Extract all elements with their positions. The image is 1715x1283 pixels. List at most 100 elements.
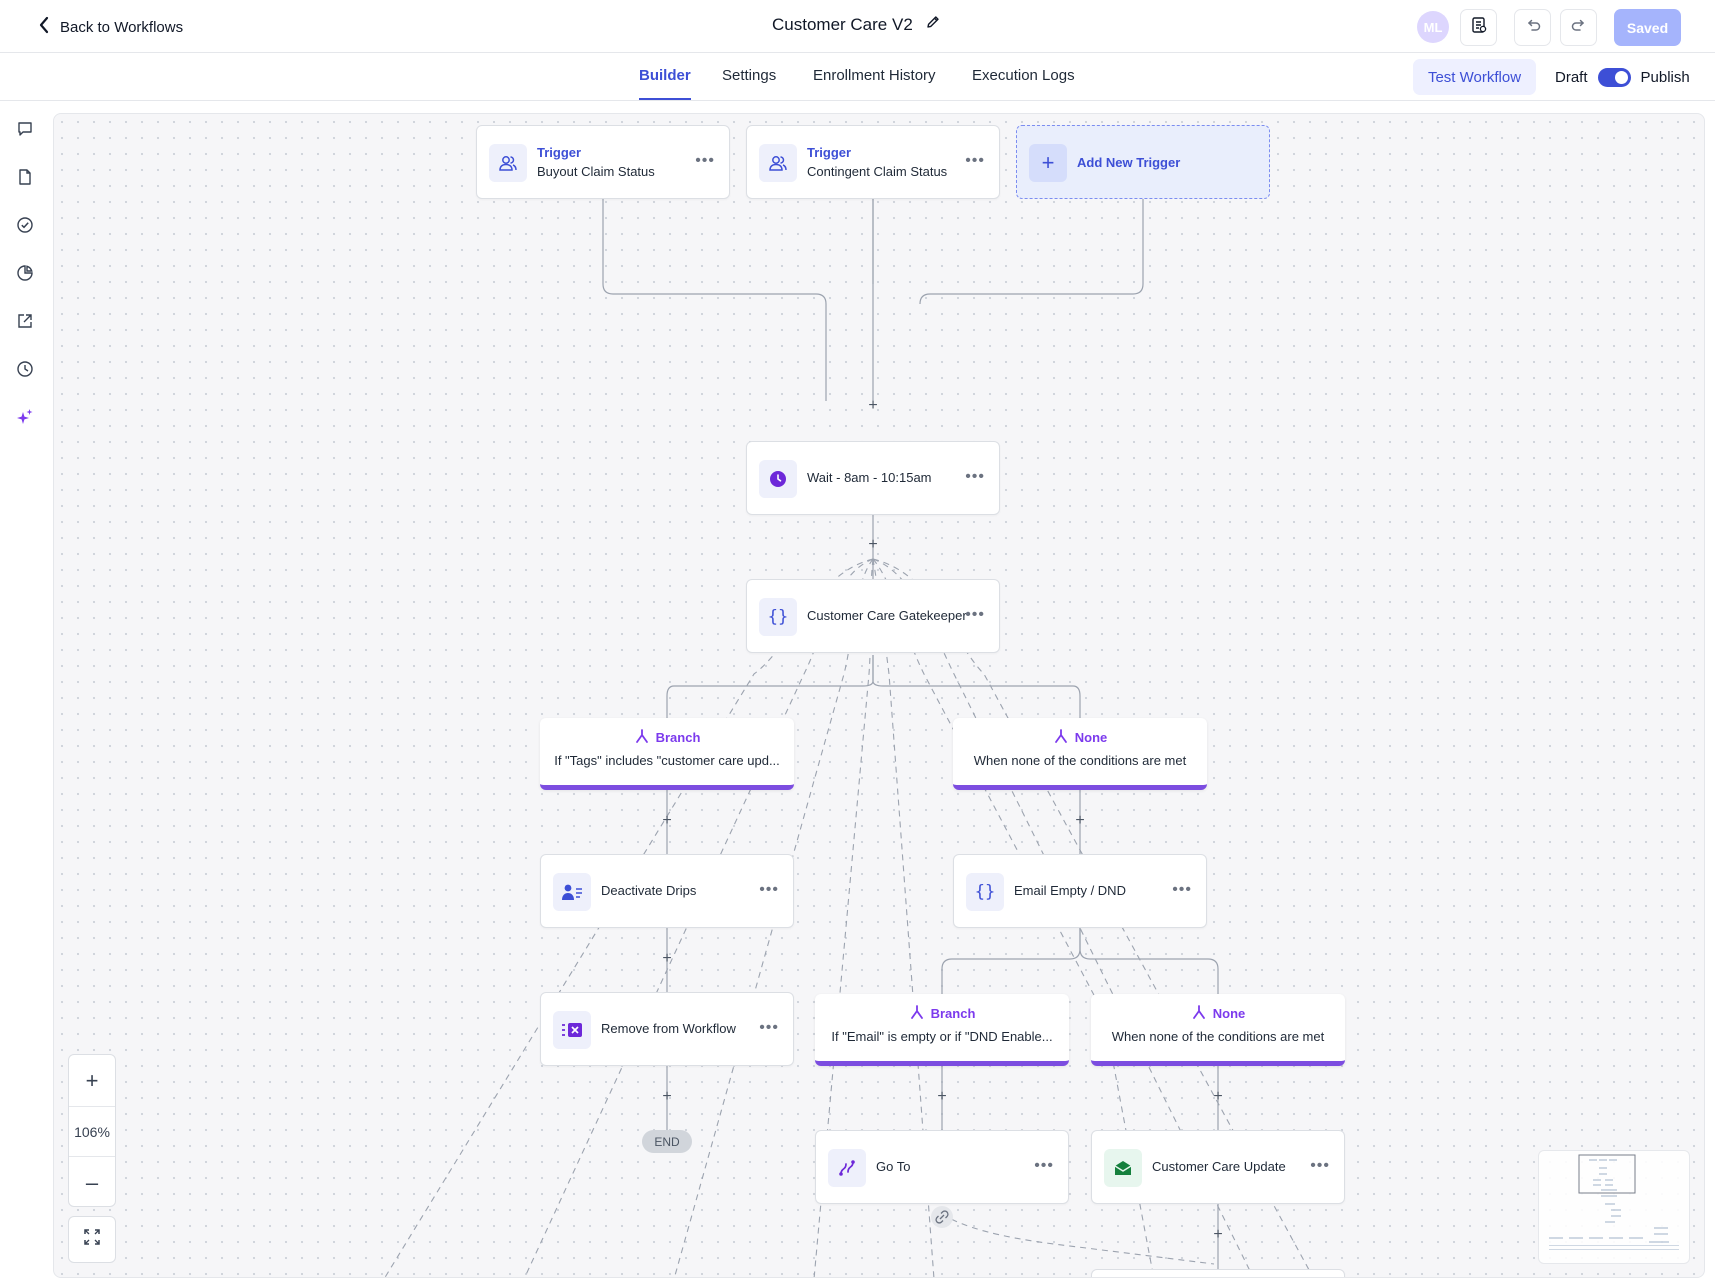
node-label: Customer Care Gatekeeper <box>807 608 967 623</box>
add-step-plus[interactable]: + <box>1213 1226 1223 1243</box>
tab-enrollment-history[interactable]: Enrollment History <box>813 67 936 84</box>
remove-list-icon <box>553 1011 591 1049</box>
tab-builder[interactable]: Builder <box>639 67 691 100</box>
back-to-workflows-link[interactable]: Back to Workflows <box>38 16 183 38</box>
workflow-title-text: Customer Care V2 <box>772 14 913 34</box>
pie-chart-icon[interactable] <box>14 262 36 284</box>
avatar[interactable]: ML <box>1417 11 1449 43</box>
add-step-plus[interactable]: + <box>1213 1088 1223 1105</box>
node-label: Wait - 8am - 10:15am <box>807 470 932 485</box>
code-braces-icon: {} <box>759 598 797 636</box>
more-options-icon[interactable]: ••• <box>759 881 779 898</box>
broken-link-icon[interactable] <box>931 1206 953 1228</box>
check-circle-icon[interactable] <box>14 214 36 236</box>
add-step-plus[interactable]: + <box>868 536 878 553</box>
back-label: Back to Workflows <box>60 18 184 36</box>
branch-head: None <box>1212 1006 1246 1021</box>
wait-node[interactable]: Wait - 8am - 10:15am ••• <box>746 441 1000 515</box>
zoom-in-button[interactable]: + <box>85 1067 99 1093</box>
undo-icon <box>1524 16 1542 39</box>
history-icon[interactable] <box>14 358 36 380</box>
add-step-plus[interactable]: + <box>662 1088 672 1105</box>
branch-condition: If "Email" is empty or if "DND Enable... <box>831 1029 1053 1044</box>
undo-button[interactable] <box>1514 9 1551 46</box>
notes-button[interactable] <box>1460 9 1497 46</box>
branch-condition: When none of the conditions are met <box>1111 1029 1325 1044</box>
zoom-controls: + 106% – <box>68 1054 116 1207</box>
document-icon[interactable] <box>14 166 36 188</box>
gatekeeper-node[interactable]: {} Customer Care Gatekeeper ••• <box>746 579 1000 653</box>
top-bar: Back to Workflows Customer Care V2 ML Sa… <box>0 0 1715 53</box>
more-options-icon[interactable]: ••• <box>965 606 985 623</box>
add-step-plus[interactable]: + <box>662 812 672 829</box>
trigger-name: Buyout Claim Status <box>537 164 655 179</box>
branch-node-none-1[interactable]: None When none of the conditions are met <box>953 718 1207 790</box>
chevron-left-icon <box>38 16 50 38</box>
publish-label: Publish <box>1640 69 1690 86</box>
node-label: Deactivate Drips <box>601 883 697 898</box>
add-step-plus[interactable]: + <box>1075 812 1085 829</box>
trigger-kind: Trigger <box>537 145 582 160</box>
zoom-level: 106% <box>69 1106 115 1157</box>
more-options-icon[interactable]: ••• <box>965 468 985 485</box>
tab-execution-logs[interactable]: Execution Logs <box>972 67 1075 84</box>
fit-view-button[interactable] <box>68 1216 116 1263</box>
branch-node-tags[interactable]: Branch If "Tags" includes "customer care… <box>540 718 794 790</box>
more-options-icon[interactable]: ••• <box>759 1019 779 1036</box>
deactivate-drips-node[interactable]: Deactivate Drips ••• <box>540 854 794 928</box>
user-list-icon <box>553 873 591 911</box>
clock-icon <box>759 460 797 498</box>
publish-toggle-group: Draft Publish <box>1555 68 1690 87</box>
saved-button[interactable]: Saved <box>1614 9 1681 46</box>
test-workflow-button[interactable]: Test Workflow <box>1413 59 1536 95</box>
go-to-node[interactable]: Go To ••• <box>815 1130 1069 1204</box>
add-step-plus[interactable]: + <box>662 950 672 967</box>
minimap[interactable] <box>1538 1150 1690 1264</box>
workflow-canvas[interactable]: Trigger Buyout Claim Status ••• Trigger … <box>53 113 1705 1278</box>
plus-icon: + <box>1029 144 1067 182</box>
tab-bar: Builder Settings Enrollment History Exec… <box>0 53 1715 101</box>
draft-label: Draft <box>1555 69 1588 86</box>
contact-group-icon <box>759 144 797 182</box>
add-step-plus[interactable]: + <box>937 1088 947 1105</box>
comment-icon[interactable] <box>14 118 36 140</box>
node-label: Customer Care Update <box>1152 1159 1286 1174</box>
branch-condition: When none of the conditions are met <box>973 753 1187 768</box>
branch-split-icon <box>634 728 650 747</box>
zoom-out-button[interactable]: – <box>85 1169 99 1195</box>
more-options-icon[interactable]: ••• <box>695 152 715 169</box>
minimap-preview <box>1549 1154 1679 1250</box>
remove-from-workflow-node[interactable]: Remove from Workflow ••• <box>540 992 794 1066</box>
email-empty-dnd-node[interactable]: {} Email Empty / DND ••• <box>953 854 1207 928</box>
add-step-plus[interactable]: + <box>868 397 878 414</box>
publish-toggle[interactable] <box>1597 68 1631 87</box>
node-label: Email Empty / DND <box>1014 883 1126 898</box>
external-link-icon[interactable] <box>14 310 36 332</box>
trigger-node-buyout[interactable]: Trigger Buyout Claim Status ••• <box>476 125 730 199</box>
ai-sparkle-icon[interactable] <box>14 406 36 428</box>
branch-node-none-2[interactable]: None When none of the conditions are met <box>1091 994 1345 1066</box>
more-options-icon[interactable]: ••• <box>1310 1157 1330 1174</box>
route-icon <box>828 1149 866 1187</box>
partial-node[interactable] <box>1091 1269 1345 1277</box>
tab-settings[interactable]: Settings <box>722 67 777 84</box>
trigger-node-contingent[interactable]: Trigger Contingent Claim Status ••• <box>746 125 1000 199</box>
branch-split-icon <box>1191 1004 1207 1023</box>
branch-split-icon <box>909 1004 925 1023</box>
edit-pencil-icon[interactable] <box>925 14 941 35</box>
more-options-icon[interactable]: ••• <box>965 152 985 169</box>
customer-care-update-node[interactable]: Customer Care Update ••• <box>1091 1130 1345 1204</box>
more-options-icon[interactable]: ••• <box>1034 1157 1054 1174</box>
branch-head: None <box>1074 730 1108 745</box>
add-new-trigger-button[interactable]: + Add New Trigger <box>1016 125 1270 199</box>
trigger-kind: Trigger <box>807 145 852 160</box>
redo-button[interactable] <box>1560 9 1597 46</box>
code-braces-icon: {} <box>966 873 1004 911</box>
branch-node-email[interactable]: Branch If "Email" is empty or if "DND En… <box>815 994 1069 1066</box>
more-options-icon[interactable]: ••• <box>1172 881 1192 898</box>
branch-split-icon <box>1053 728 1069 747</box>
notes-icon <box>1470 16 1488 39</box>
end-marker: END <box>642 1130 692 1153</box>
email-open-icon <box>1104 1149 1142 1187</box>
left-rail <box>0 101 52 1283</box>
